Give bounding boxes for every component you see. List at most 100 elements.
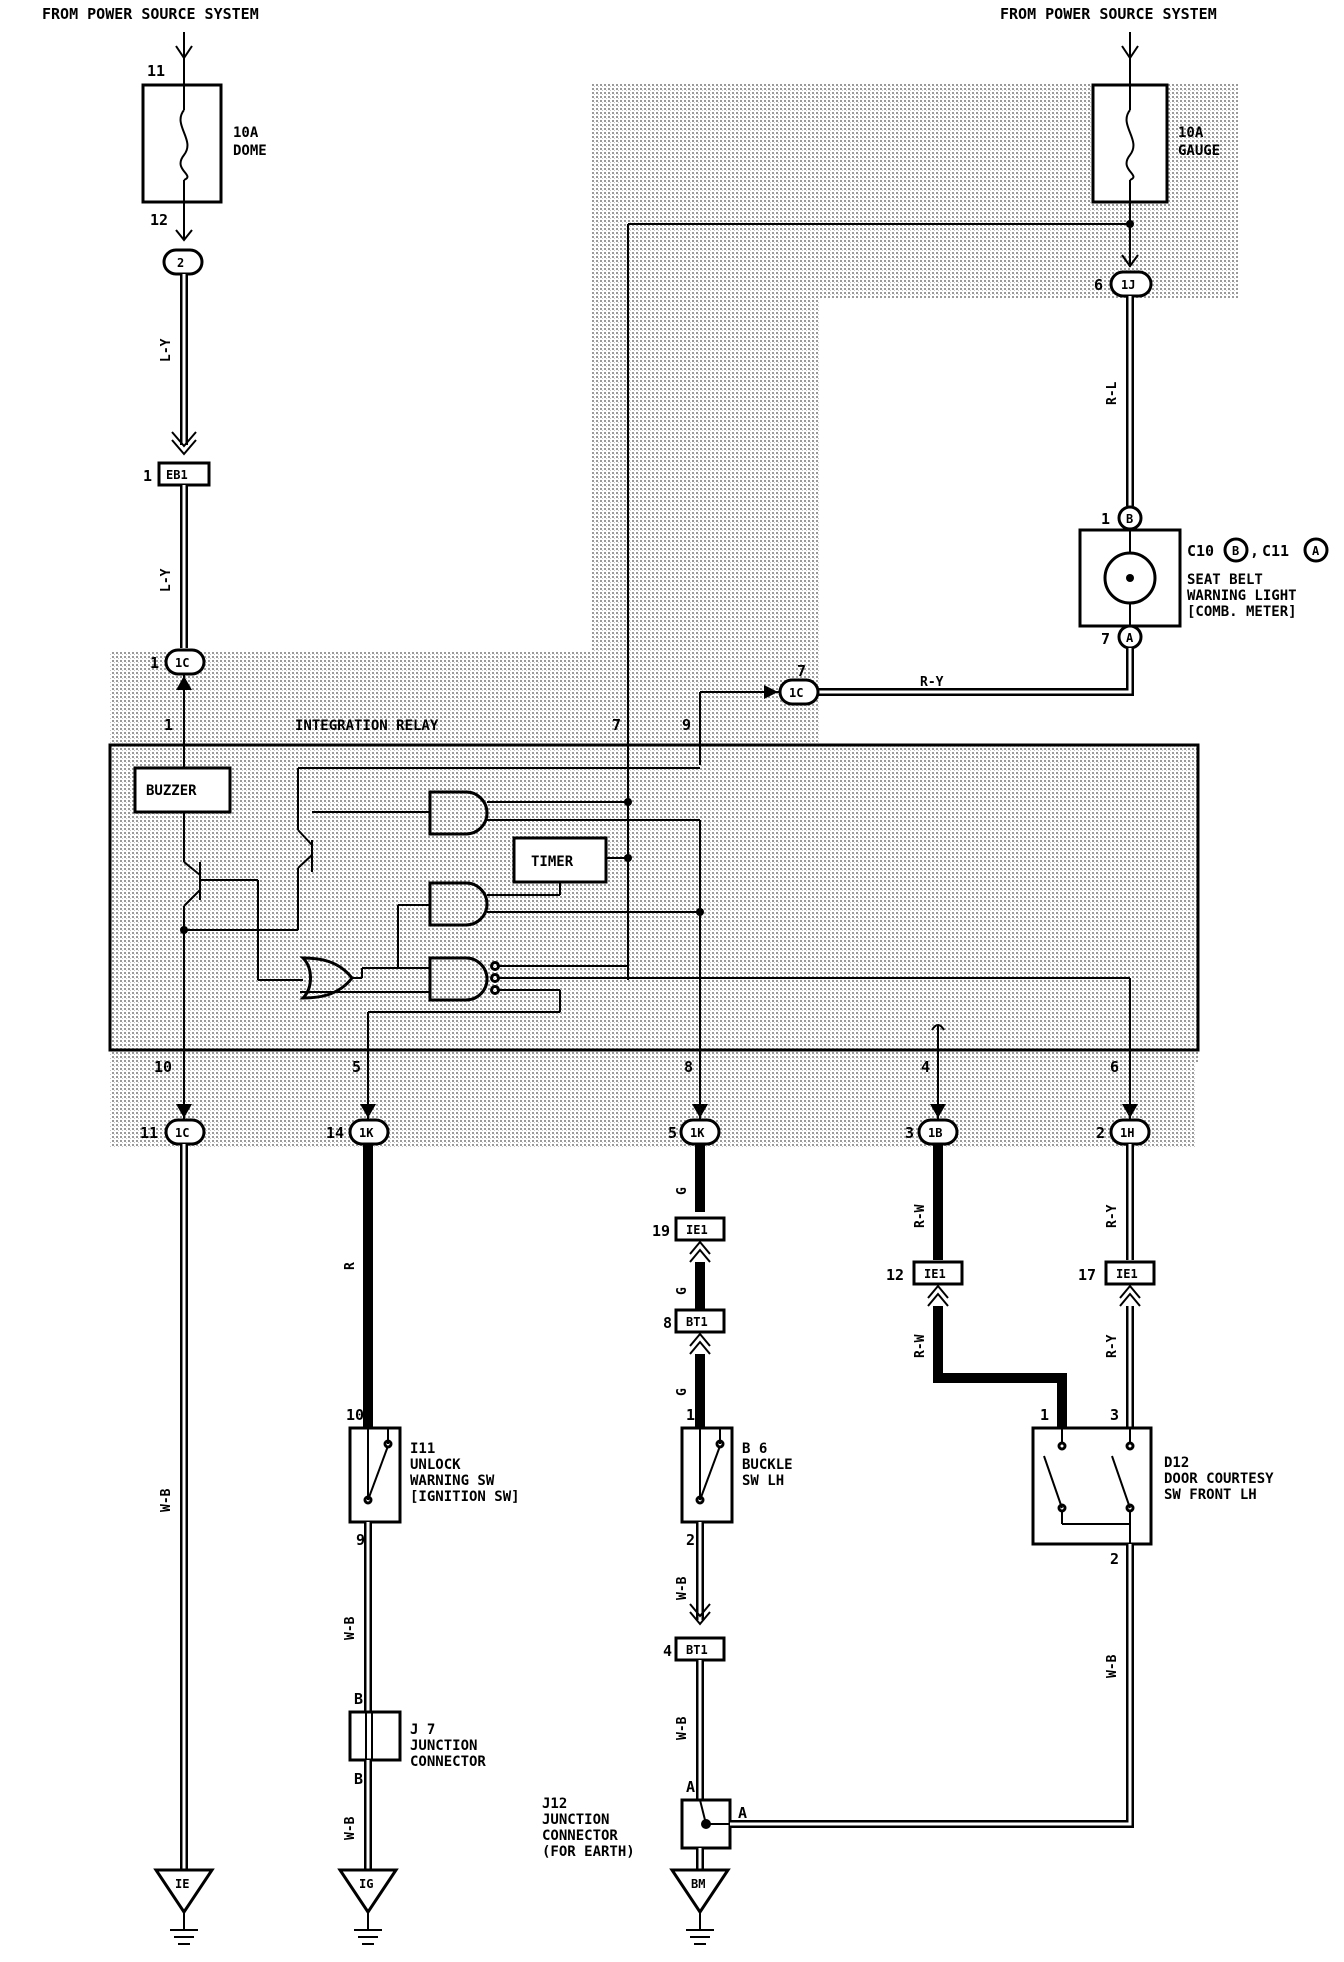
i11-line3: [IGNITION SW] — [410, 1489, 520, 1505]
pin-9-relay: 9 — [682, 716, 691, 734]
fuse-gauge — [1091, 83, 1169, 204]
pin-b-j7-bot: B — [354, 1770, 363, 1788]
seat-belt-warning-light — [1078, 528, 1182, 628]
integration-relay-box — [108, 743, 1200, 1052]
j7-line1: JUNCTION — [410, 1738, 477, 1754]
pin-1-relay: 1 — [164, 716, 173, 734]
connector-ie1-c: IE1 — [1104, 1260, 1156, 1286]
power-source-label-right: FROM POWER SOURCE SYSTEM — [1000, 5, 1217, 23]
connector-eb1: EB1 — [157, 461, 211, 487]
ground-bm: BM — [669, 1868, 731, 1945]
wire-g-mid: G — [675, 1287, 690, 1295]
fuse-dome — [141, 83, 223, 204]
wire-wb-b6-lower: W-B — [675, 1716, 690, 1740]
svg-text:1K: 1K — [690, 1126, 705, 1140]
seat-belt-line2: WARNING LIGHT — [1187, 588, 1297, 604]
integration-relay-label: INTEGRATION RELAY — [295, 718, 439, 734]
svg-text:IE: IE — [175, 1877, 189, 1891]
svg-text:BT1: BT1 — [686, 1643, 708, 1657]
pin-7-relay: 7 — [612, 716, 621, 734]
j12-line1: JUNCTION — [542, 1812, 609, 1828]
pin-8-relay: 8 — [684, 1058, 693, 1076]
pin-2-b6: 2 — [686, 1531, 695, 1549]
pin-b-j7-top: B — [354, 1690, 363, 1708]
wire-ly-upper: L-Y — [159, 338, 174, 362]
wire-wb-i11-upper: W-B — [343, 1616, 358, 1640]
seat-belt-id: C10 — [1187, 542, 1214, 560]
svg-text:A: A — [1126, 631, 1134, 645]
pin-9-i11: 9 — [356, 1531, 365, 1549]
wire-ry-lower: R-Y — [1105, 1334, 1120, 1358]
connector-1c-right: 1C — [778, 678, 820, 706]
seat-belt-id2: C11 — [1262, 542, 1289, 560]
j12-id: J12 — [542, 1796, 567, 1812]
j7-id: J 7 — [410, 1722, 435, 1738]
power-arrow-left — [175, 32, 193, 85]
seat-belt-id-a: A — [1312, 544, 1320, 558]
fuse-dome-name: DOME — [233, 143, 267, 159]
switch-b6 — [680, 1426, 734, 1524]
pin-1-ic: 1 — [150, 654, 159, 672]
svg-text:1K: 1K — [359, 1126, 374, 1140]
connector-ie1-b: IE1 — [912, 1260, 964, 1286]
pin-19: 19 — [652, 1222, 670, 1240]
seat-belt-id-b: B — [1232, 544, 1239, 558]
power-arrow-right — [1121, 32, 1139, 85]
seat-belt-line3: [COMB. METER] — [1187, 604, 1297, 620]
pin-14-ik: 14 — [326, 1124, 344, 1142]
svg-text:2: 2 — [177, 256, 184, 270]
pin-11-ic: 11 — [140, 1124, 158, 1142]
pin-12-fuse: 12 — [150, 211, 168, 229]
pin-1-b6: 1 — [686, 1406, 695, 1424]
wire-rw-lower: R-W — [913, 1334, 928, 1358]
svg-text:IG: IG — [359, 1877, 373, 1891]
switch-d12 — [1031, 1426, 1153, 1546]
buzzer: BUZZER — [133, 766, 232, 814]
pin-17-ie1: 17 — [1078, 1266, 1096, 1284]
wire-rw-upper: R-W — [913, 1204, 928, 1228]
wire-wb-d12: W-B — [1105, 1654, 1120, 1678]
wire-wb-b6-upper: W-B — [675, 1576, 690, 1600]
pin-a-j12-left: A — [686, 1778, 695, 1796]
svg-text:1C: 1C — [175, 1126, 189, 1140]
wire-rl: R-L — [1105, 381, 1120, 405]
pin-1-eb1: 1 — [143, 467, 152, 485]
pin-10-i11: 10 — [346, 1406, 364, 1424]
svg-text:BT1: BT1 — [686, 1315, 708, 1329]
svg-text:BM: BM — [691, 1877, 705, 1891]
wire-g-lower: G — [675, 1388, 690, 1396]
i11-id: I11 — [410, 1441, 435, 1457]
junction-j7 — [348, 1710, 402, 1762]
pin-7-meter: 7 — [1101, 630, 1110, 648]
i11-line1: UNLOCK — [410, 1457, 461, 1473]
svg-text:IE1: IE1 — [686, 1223, 708, 1237]
seat-belt-line1: SEAT BELT — [1187, 572, 1263, 588]
pin-6-ij: 6 — [1094, 276, 1103, 294]
svg-text:1C: 1C — [175, 656, 189, 670]
ground-ie: IE — [153, 1868, 215, 1945]
svg-text:EB1: EB1 — [166, 468, 188, 482]
wire-ly-lower: L-Y — [159, 568, 174, 592]
connector-1c-top: 1C — [164, 648, 206, 676]
svg-text:IE1: IE1 — [1116, 1267, 1138, 1281]
svg-text:1C: 1C — [789, 686, 803, 700]
svg-text:IE1: IE1 — [924, 1267, 946, 1281]
j12-line3: (FOR EARTH) — [542, 1844, 635, 1860]
pin-4-relay: 4 — [921, 1058, 930, 1076]
pin-5-ik: 5 — [668, 1124, 677, 1142]
pin-7-ic: 7 — [797, 662, 806, 680]
connector-1c-bottom: 1C — [164, 1118, 206, 1146]
seat-belt-id-sep: , — [1250, 542, 1259, 560]
fuse-dome-amp: 10A — [233, 125, 259, 141]
pin-3-d12: 3 — [1110, 1406, 1119, 1424]
pin-11-fuse: 11 — [147, 62, 165, 80]
connector-bt1-b: BT1 — [674, 1636, 726, 1662]
wire-wb-i11-lower: W-B — [343, 1816, 358, 1840]
timer: TIMER — [512, 836, 608, 884]
connector-1h: 1H — [1109, 1118, 1151, 1146]
pin-12-ie1: 12 — [886, 1266, 904, 1284]
pin-5-relay: 5 — [352, 1058, 361, 1076]
wire-r-i11: R — [343, 1262, 358, 1270]
connector-1b: 1B — [917, 1118, 959, 1146]
